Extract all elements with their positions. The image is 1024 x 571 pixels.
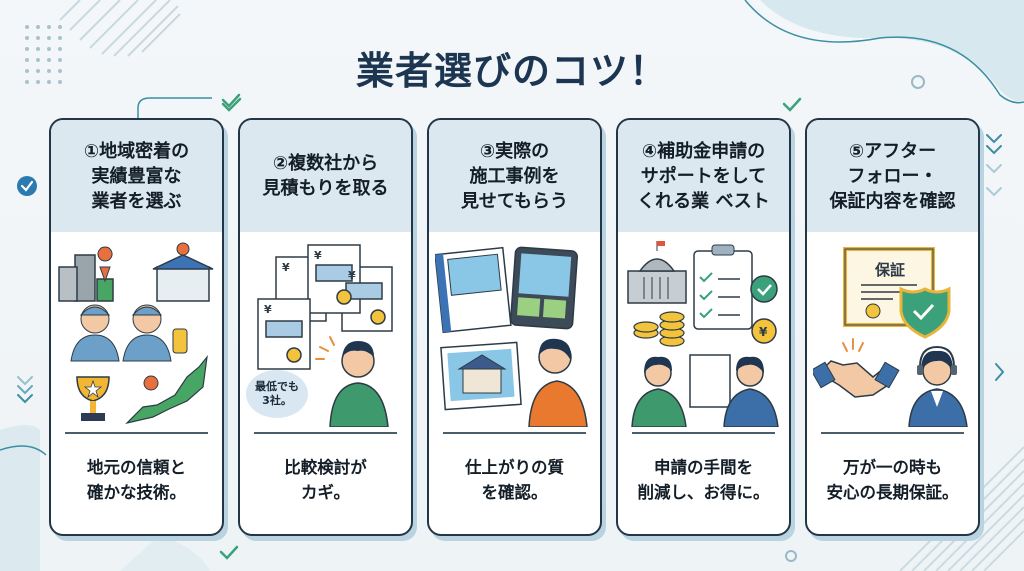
card-heading: ①地域密着の 実績豊富な 業者を選ぶ xyxy=(83,140,190,212)
svg-text:¥: ¥ xyxy=(282,261,290,274)
card-header: ⑤アフター フォロー・ 保証内容を確認 xyxy=(807,120,978,232)
tip-card-2: ②複数社から 見積もりを取る ¥ ¥ ¥ ¥ xyxy=(238,118,413,536)
card-divider xyxy=(632,432,775,434)
card-caption-area: 申請の手間を 削減し、お得に。 xyxy=(618,434,789,534)
house-photos-tablet-person-illustration xyxy=(429,232,600,432)
card-header: ①地域密着の 実績豊富な 業者を選ぶ xyxy=(51,120,222,232)
tips-card-list: ①地域密着の 実績豊富な 業者を選ぶ xyxy=(49,118,980,536)
card-heading: ②複数社から 見積もりを取る xyxy=(262,153,389,199)
tip-card-5: ⑤アフター フォロー・ 保証内容を確認 保証 xyxy=(805,118,980,536)
card-divider xyxy=(821,432,964,434)
card-caption: 申請の手間を 削減し、お得に。 xyxy=(637,458,770,502)
card-caption: 地元の信頼と 確かな技術。 xyxy=(87,458,186,502)
svg-text:¥: ¥ xyxy=(314,249,322,262)
svg-text:¥: ¥ xyxy=(348,269,356,282)
card-divider xyxy=(65,432,208,434)
certificate-label: 保証 xyxy=(874,261,905,279)
speech-bubble: 最低でも 3社。 xyxy=(246,370,308,418)
page-title: 業者選びのコツ！ xyxy=(355,49,668,93)
card-heading: ⑤アフター フォロー・ 保証内容を確認 xyxy=(829,140,956,212)
certificate-shield-handshake-operator-illustration: 保証 xyxy=(807,232,978,432)
card-header: ④補助金申請の サポートをして くれる業 ベスト xyxy=(618,120,789,232)
workers-buildings-trophy-japan-map-illustration xyxy=(51,232,222,432)
card-divider xyxy=(443,432,586,434)
card-caption-area: 比較検討が カギ。 xyxy=(240,434,411,534)
card-caption-area: 地元の信頼と 確かな技術。 xyxy=(51,434,222,534)
card-header: ③実際の 施工事例を 見せてもらう xyxy=(429,120,600,232)
tip-card-1: ①地域密着の 実績豊富な 業者を選ぶ xyxy=(49,118,224,536)
card-caption: 万が一の時も 安心の長期保証。 xyxy=(826,458,959,502)
svg-text:¥: ¥ xyxy=(264,303,272,316)
card-heading: ③実際の 施工事例を 見せてもらう xyxy=(460,140,569,212)
government-checklist-coins-consultation-illustration: ¥ xyxy=(618,232,789,432)
tip-card-4: ④補助金申請の サポートをして くれる業 ベスト ¥ xyxy=(616,118,791,536)
card-header: ②複数社から 見積もりを取る xyxy=(240,120,411,232)
card-caption-area: 仕上がりの質 を確認。 xyxy=(429,434,600,534)
estimates-documents-thinking-man-illustration: ¥ ¥ ¥ ¥ 最低でも 3社。 xyxy=(240,232,411,432)
svg-text:¥: ¥ xyxy=(759,325,768,339)
card-caption-area: 万が一の時も 安心の長期保証。 xyxy=(807,434,978,534)
tip-card-3: ③実際の 施工事例を 見せてもらう 仕上がりの質 を確認。 xyxy=(427,118,602,536)
card-caption: 仕上がりの質 を確認。 xyxy=(465,458,564,502)
card-heading: ④補助金申請の サポートをして くれる業 ベスト xyxy=(637,140,770,212)
card-caption: 比較検討が カギ。 xyxy=(284,458,367,502)
card-divider xyxy=(254,432,397,434)
